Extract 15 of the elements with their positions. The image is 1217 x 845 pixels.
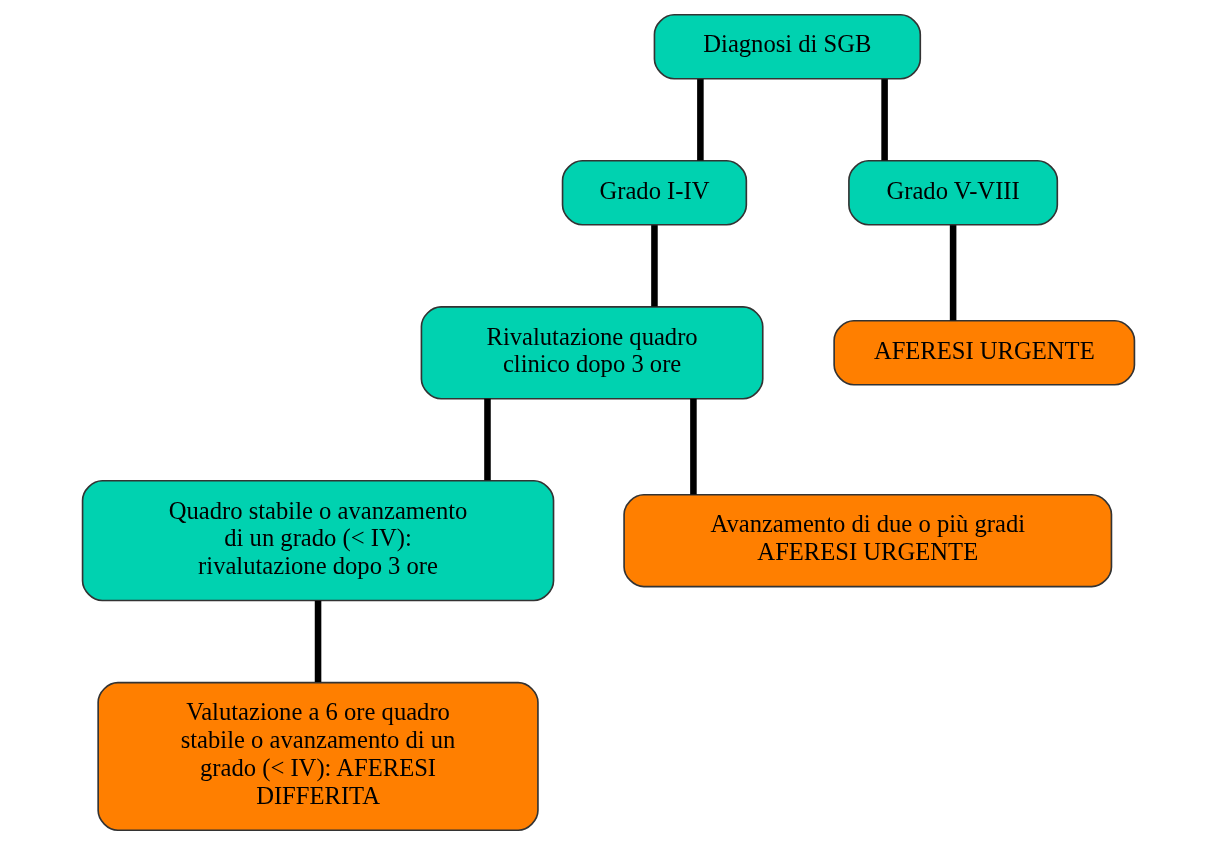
connector [697,79,704,161]
node-box: Rivalutazione quadro clinico dopo 3 ore [420,306,764,400]
node-box: Diagnosi di SGB [653,13,922,80]
node-box: AFERESI URGENTE [833,319,1136,386]
connector [690,398,697,495]
node-box: Valutazione a 6 ore quadro stabile o avanzamento di un grado (< IV): AFERESI DIFFERITA [97,681,539,832]
node-box: Grado I-IV [561,159,748,226]
connector [484,398,491,481]
node-box: Quadro stabile o avanzamento di un grado (< IV): rivalutazione dopo 3 ore [81,479,555,602]
node-box: Grado V-VIII [848,159,1059,226]
connector [949,225,957,321]
connector [314,600,322,683]
node-box: Avanzamento di due o più gradi AFERESI URGENTE [623,493,1113,588]
connector [651,225,658,307]
connector [881,79,888,161]
